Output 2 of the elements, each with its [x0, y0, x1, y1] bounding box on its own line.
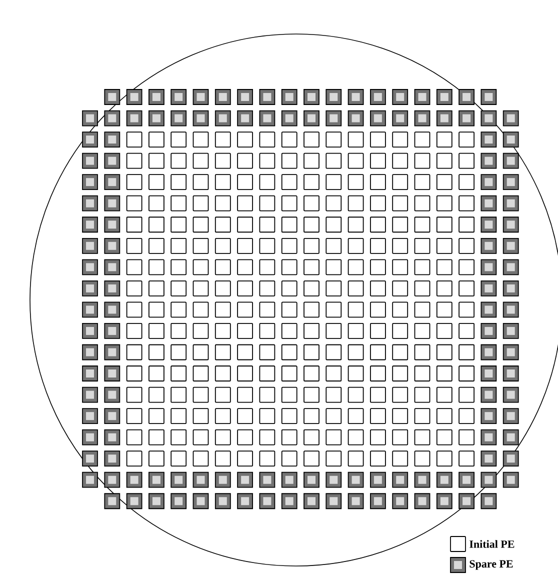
legend-label: Initial PE — [470, 540, 514, 548]
legend-label: Spare PE — [470, 560, 513, 570]
